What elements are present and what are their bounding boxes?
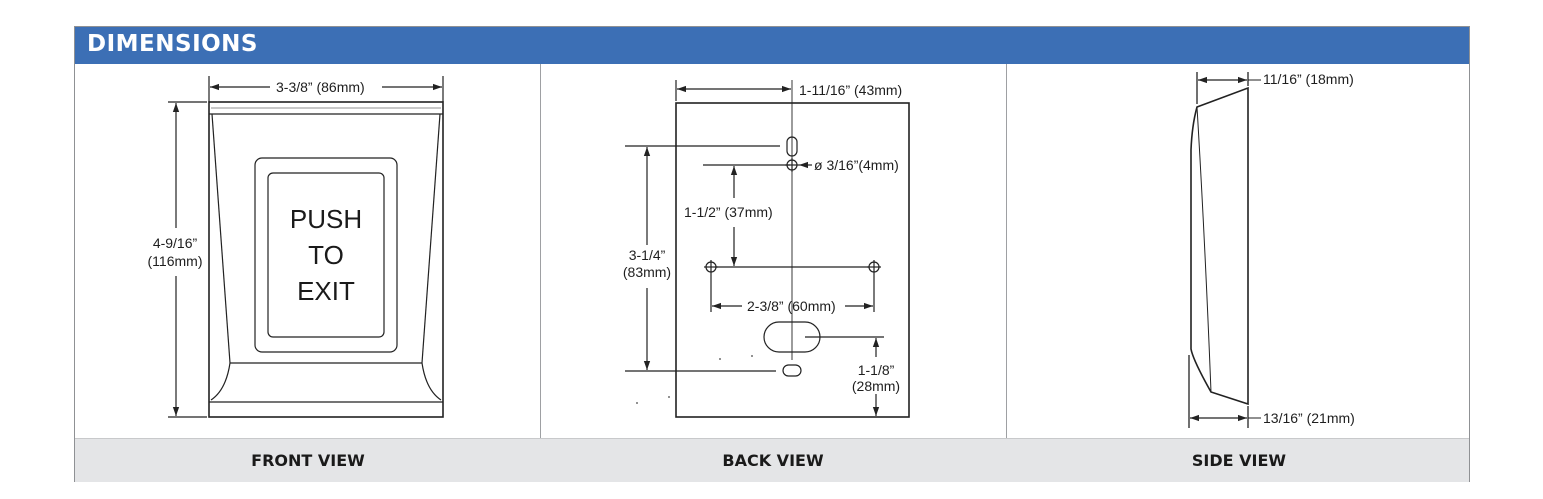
- back-height-label: 3-1/4”: [629, 247, 666, 263]
- side-view-drawing: [1188, 72, 1249, 428]
- back-height-mm-label: (83mm): [623, 264, 671, 280]
- hole-spacing-horizontal-label: 2-3/8” (60mm): [747, 298, 836, 314]
- back-view-caption: BACK VIEW: [722, 451, 824, 470]
- front-view-caption: FRONT VIEW: [251, 451, 365, 470]
- back-width-label: 1-11/16” (43mm): [799, 82, 902, 98]
- front-view-drawing: [168, 76, 444, 418]
- side-bottom-depth-label: 13/16” (21mm): [1263, 410, 1355, 426]
- front-height-label: 4-9/16”: [153, 235, 198, 251]
- button-text-line: PUSH: [290, 204, 362, 234]
- front-height-mm-label: (116mm): [148, 253, 203, 269]
- button-text-line: TO: [308, 240, 344, 270]
- panel-header: DIMENSIONS: [75, 27, 1469, 64]
- dimensions-panel: DIMENSIONS FRONT VIEW BACK VIEW SIDE VIE…: [74, 26, 1470, 482]
- column-divider: [540, 64, 541, 481]
- front-width-label: 3-3/8” (86mm): [276, 79, 365, 95]
- side-label-leaders: [1248, 79, 1261, 419]
- captions-bar: [75, 438, 1469, 482]
- button-text-line: EXIT: [297, 276, 355, 306]
- side-view-caption: SIDE VIEW: [1191, 451, 1287, 470]
- hole-diameter-label: ø 3/16”(4mm): [814, 157, 899, 173]
- back-view-specks: [636, 355, 753, 404]
- bottom-offset-mm-label: (28mm): [852, 378, 900, 394]
- back-view-drawing: [625, 80, 910, 418]
- column-divider: [1006, 64, 1007, 481]
- side-top-depth-label: 11/16” (18mm): [1263, 71, 1354, 87]
- panel-title: DIMENSIONS: [87, 31, 258, 57]
- hole-spacing-vertical-label: 1-1/2” (37mm): [684, 204, 773, 220]
- bottom-offset-label: 1-1/8”: [858, 362, 895, 378]
